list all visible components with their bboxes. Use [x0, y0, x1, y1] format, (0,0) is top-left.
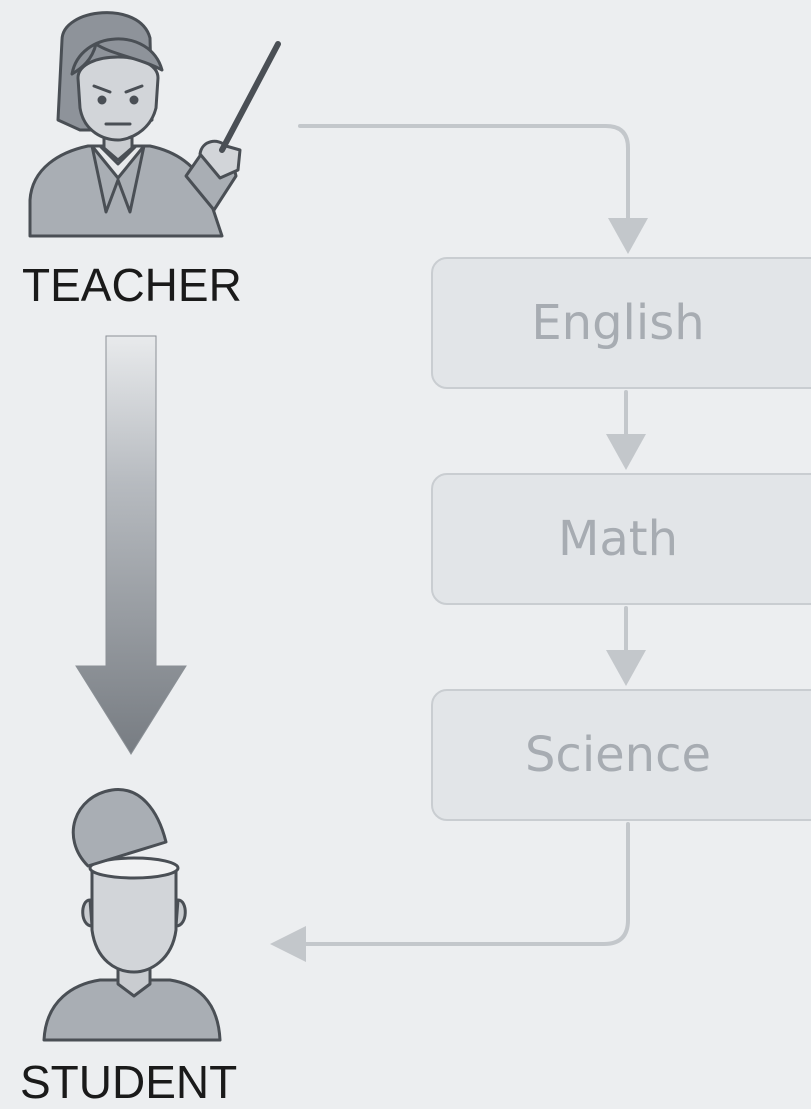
flow-arrowheads: [270, 218, 648, 962]
subject-box-english: English: [431, 257, 811, 389]
flow-connectors: [298, 124, 630, 946]
subject-box-science: Science: [431, 689, 811, 821]
subject-label-science: Science: [524, 727, 712, 783]
student-label: STUDENT: [20, 1056, 238, 1108]
subject-label-math: Math: [557, 511, 679, 567]
subject-label-english: English: [531, 295, 705, 351]
teacher-label: TEACHER: [22, 259, 242, 311]
subject-box-math: Math: [431, 473, 811, 605]
student-icon: [42, 788, 222, 1042]
transfer-arrow: [75, 335, 187, 755]
teacher-icon: [28, 11, 281, 238]
